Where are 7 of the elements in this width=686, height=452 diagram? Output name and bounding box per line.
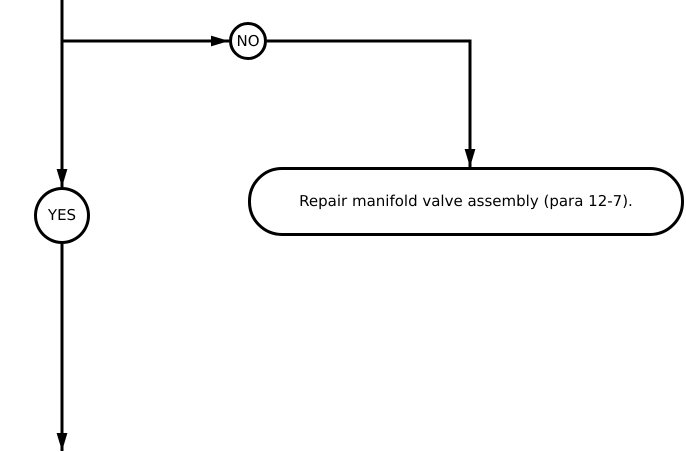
node-label: NO [236, 32, 260, 50]
node-label: YES [48, 206, 76, 225]
decision-circle [229, 22, 267, 60]
arrow [267, 40, 476, 167]
arrow [56, 0, 68, 187]
node-label: Repair manifold valve assembly (para 12-7). [299, 192, 633, 211]
arrow [56, 244, 68, 451]
